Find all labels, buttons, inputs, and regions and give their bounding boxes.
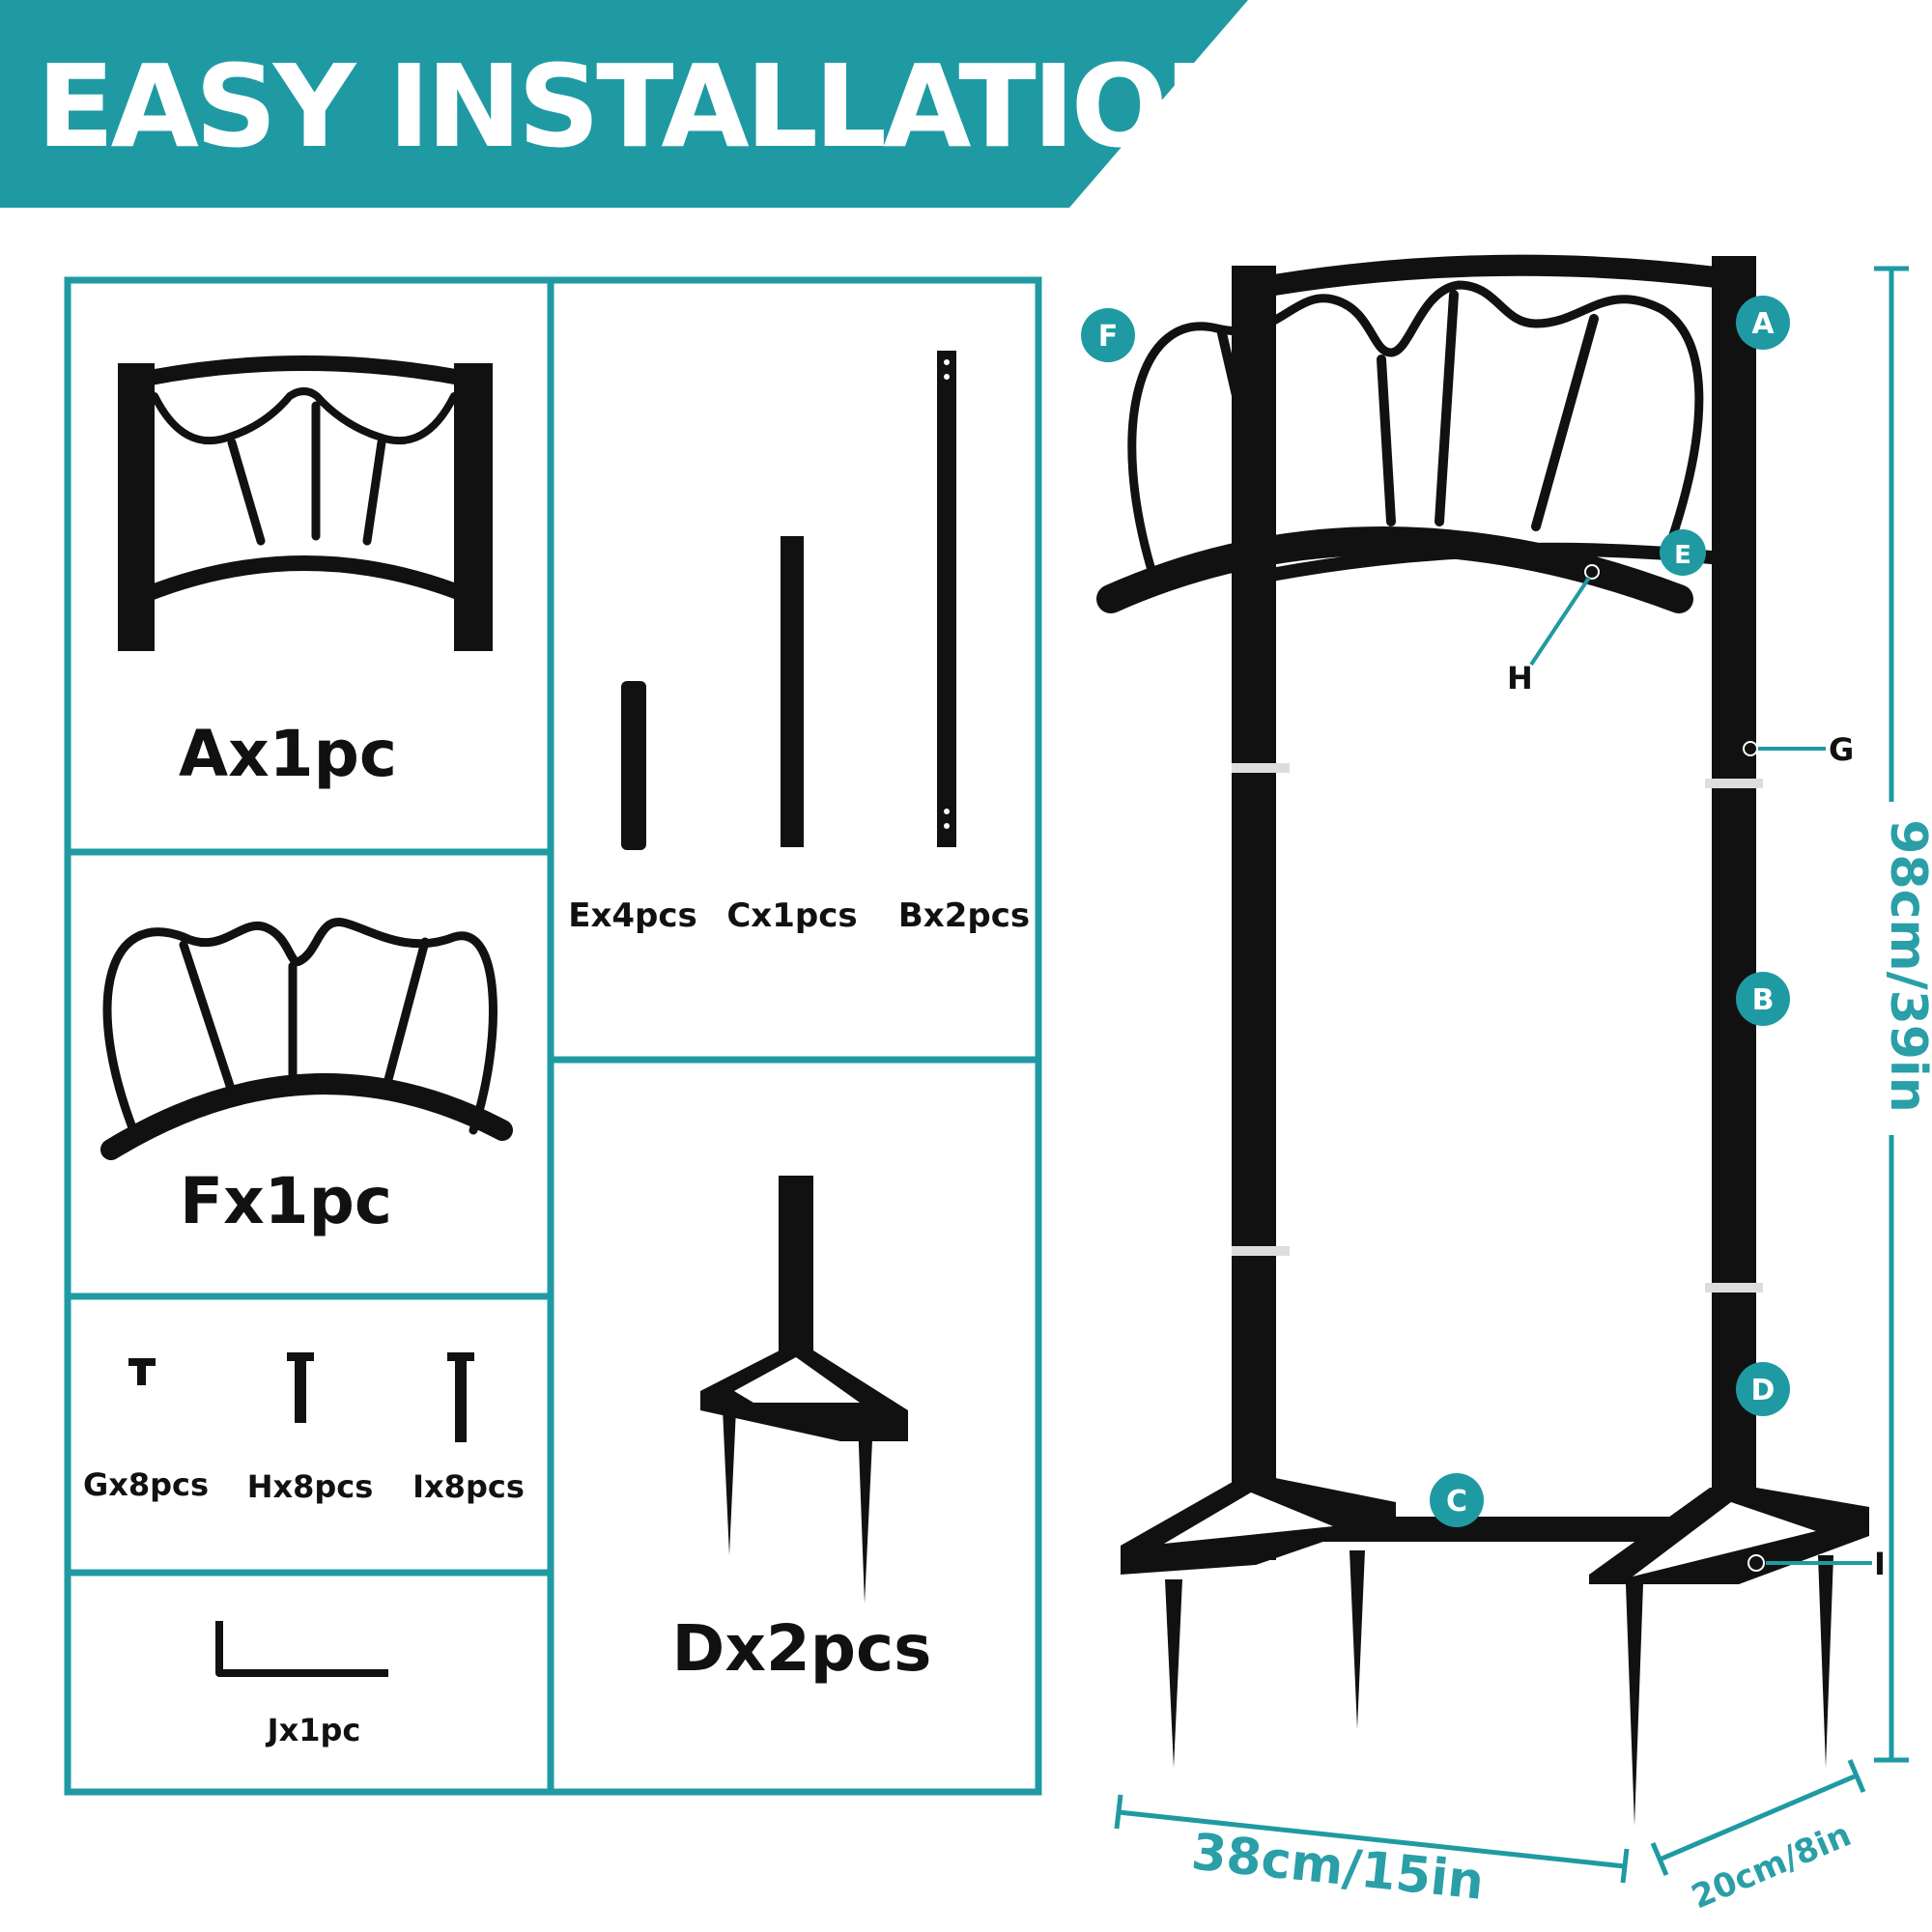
side-pole-icon [937,351,956,847]
callout-badge-b: B [1736,972,1790,1026]
svg-text:I: I [1874,1546,1886,1582]
callout-badge-a: A [1736,296,1790,350]
callout-badge-d: D [1736,1362,1790,1416]
svg-text:F: F [1098,320,1119,354]
hex-key-icon [215,1621,388,1677]
svg-text:B: B [1752,983,1775,1017]
hose-holder-hanger-icon [100,918,513,1160]
height-label: 98cm/39in [1879,819,1932,1113]
callout-badge-c: C [1430,1473,1484,1527]
medium-screw-icon [287,1352,314,1423]
depth-dimension [1650,1759,1866,1876]
assembled-stand-icon [1096,254,1869,1826]
depth-label: 20cm/8in [1686,1815,1857,1917]
callout-g: G [1743,731,1854,768]
callout-badge-e: E [1660,529,1706,576]
part-label-j: Jx1pc [267,1712,361,1748]
part-label-f: Fx1pc [180,1164,392,1238]
header-banner [0,0,1248,208]
top-arch-frame-icon [118,355,493,651]
svg-text:D: D [1751,1374,1776,1407]
short-tube-icon [621,681,646,850]
part-label-a: Ax1pc [179,717,397,791]
width-dimension [1114,1794,1630,1884]
part-label-g: Gx8pcs [82,1466,210,1503]
svg-text:C: C [1446,1485,1467,1519]
page-title: EASY INSTALLATION [37,40,1260,173]
callout-badge-f: F [1081,308,1135,362]
short-screw-icon [128,1358,156,1385]
part-label-c: Cx1pcs [726,896,858,935]
long-screw-icon [447,1352,474,1442]
spike-base-icon [700,1176,908,1604]
part-label-e: Ex4pcs [568,896,697,935]
height-dimension [1874,266,1909,1763]
part-label-b: Bx2pcs [897,896,1031,935]
svg-text:H: H [1507,660,1533,696]
part-label-d: Dx2pcs [671,1611,932,1686]
part-label-h: Hx8pcs [246,1468,374,1505]
svg-text:E: E [1674,541,1691,570]
callout-i: I [1747,1546,1886,1582]
svg-text:G: G [1829,731,1854,768]
part-label-i: Ix8pcs [412,1468,525,1505]
callout-h: H [1507,564,1600,696]
svg-text:A: A [1751,307,1775,341]
crossbar-icon [781,536,804,847]
